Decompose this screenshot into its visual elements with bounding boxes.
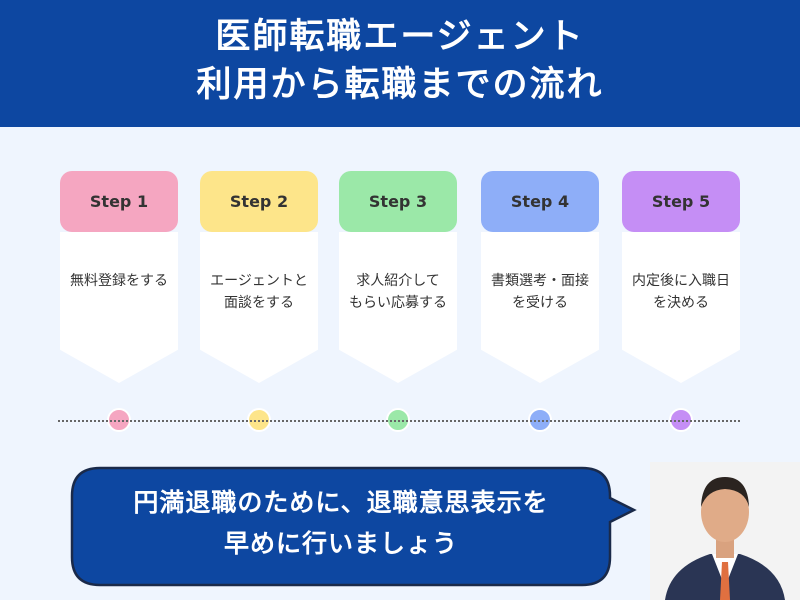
step-card-2: Step 2 エージェントと面談をする <box>200 171 318 383</box>
step-line-1: 無料登録をする <box>70 273 168 289</box>
step-line-2: を受ける <box>512 295 568 311</box>
step-line-1: エージェントと <box>210 273 308 289</box>
timeline-dotted-line <box>58 420 740 422</box>
step-label: Step 2 <box>200 171 318 232</box>
step-card-5: Step 5 内定後に入職日を決める <box>622 171 740 383</box>
bubble-line-1: 円満退職のために、退職意思表示を <box>133 488 549 517</box>
step-description: 求人紹介してもらい応募する <box>339 232 457 383</box>
step-line-2: もらい応募する <box>349 295 447 311</box>
step-card-3: Step 3 求人紹介してもらい応募する <box>339 171 457 383</box>
step-line-1: 書類選考・面接 <box>491 273 589 289</box>
step-line-1: 求人紹介して <box>356 273 440 289</box>
step-label: Step 4 <box>481 171 599 232</box>
advisor-photo <box>650 462 800 600</box>
step-card-4: Step 4 書類選考・面接を受ける <box>481 171 599 383</box>
step-card-1: Step 1 無料登録をする <box>60 171 178 383</box>
step-label: Step 3 <box>339 171 457 232</box>
step-label: Step 5 <box>622 171 740 232</box>
title-line-2: 利用から転職までの流れ <box>196 64 604 105</box>
step-line-2: を決める <box>653 295 709 311</box>
step-label: Step 1 <box>60 171 178 232</box>
page-title: 医師転職エージェント 利用から転職までの流れ <box>0 0 800 127</box>
bubble-line-2: 早めに行いましょう <box>223 529 458 558</box>
speech-bubble-text: 円満退職のために、退職意思表示を 早めに行いましょう <box>72 482 610 564</box>
step-description: エージェントと面談をする <box>200 232 318 383</box>
step-line-1: 内定後に入職日 <box>632 273 730 289</box>
step-line-2: 面談をする <box>223 295 294 311</box>
title-line-1: 医師転職エージェント <box>215 16 585 57</box>
step-description: 内定後に入職日を決める <box>622 232 740 383</box>
step-description: 無料登録をする <box>60 232 178 383</box>
step-description: 書類選考・面接を受ける <box>481 232 599 383</box>
